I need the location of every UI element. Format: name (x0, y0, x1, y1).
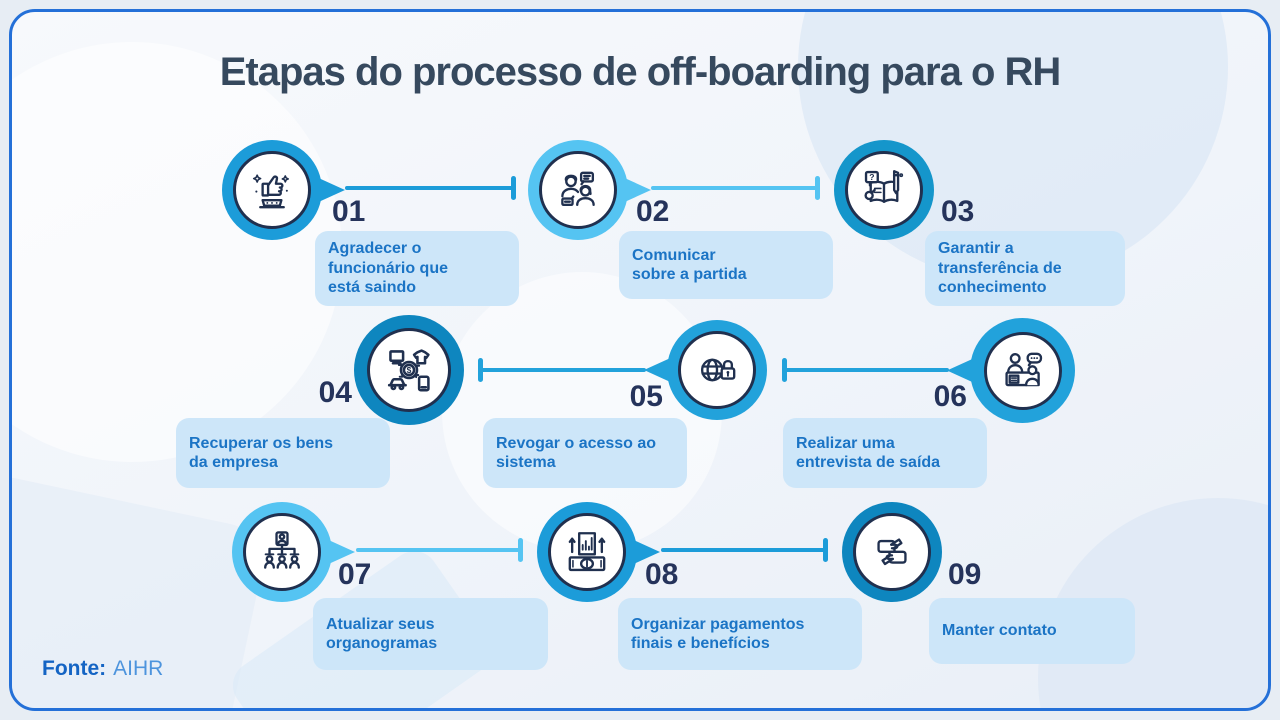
source-label: Fonte: (42, 657, 107, 680)
step-number: 08 (645, 558, 679, 591)
connector-05-04 (478, 358, 646, 382)
step-icon-holder (853, 513, 931, 591)
step-number: 03 (941, 195, 975, 228)
step-circle (232, 502, 355, 602)
step-icon-holder (983, 331, 1062, 410)
svg-text:$: $ (407, 365, 412, 375)
step-label-box: Manter contato (929, 598, 1135, 664)
step-number: 06 (933, 380, 967, 413)
step-circle (528, 140, 651, 240)
step-label: Garantir a transferência de conhecimento (938, 240, 1062, 296)
source-note: Fonte: AIHR (42, 657, 163, 681)
departure-announcement-icon (561, 171, 595, 207)
thumbs-up-celebration-icon (252, 174, 290, 209)
knowledge-transfer-icon: ? (864, 170, 904, 203)
step-number: 04 (318, 376, 352, 409)
exit-interview-icon (1004, 352, 1042, 386)
system-access-lock-icon (700, 358, 736, 382)
background-shape (12, 42, 342, 462)
step-icon-holder: ? (845, 151, 923, 229)
step-label: Atualizar seus organogramas (326, 615, 438, 653)
step-label: Organizar pagamentos finais e benefícios (631, 615, 805, 653)
step-label: Comunicar sobre a partida (632, 246, 747, 284)
step-number: 01 (332, 195, 366, 228)
step-label-box: Atualizar seus organogramas (313, 598, 548, 670)
step-number: 07 (338, 558, 372, 591)
step-label-box: Revogar o acesso ao sistema (483, 418, 687, 488)
page-title: Etapas do processo de off-boarding para … (219, 50, 1062, 94)
step-icon-holder: $ (367, 328, 451, 412)
step-circle (842, 502, 942, 602)
step-number: 05 (629, 380, 663, 413)
connector-06-05 (782, 358, 949, 382)
connector-01-02 (345, 176, 516, 200)
final-payments-icon (568, 532, 606, 572)
step-label: Revogar o acesso ao sistema (496, 434, 657, 472)
step-circle: ? (834, 140, 934, 240)
step-number: 09 (948, 558, 982, 591)
step-label: Realizar uma entrevista de saída (796, 434, 941, 472)
step-icon-holder (548, 513, 626, 591)
step-label-box: Organizar pagamentos finais e benefícios (618, 598, 862, 670)
step-circle: $ (354, 315, 464, 425)
step-label-box: Realizar uma entrevista de saída (783, 418, 987, 488)
connector-07-08 (356, 538, 523, 562)
step-circle (644, 320, 767, 420)
step-circle (947, 318, 1075, 423)
step-label: Recuperar os bens da empresa (189, 434, 334, 472)
step-number: 02 (636, 195, 670, 228)
step-label-box: Comunicar sobre a partida (619, 231, 833, 299)
connector-08-09 (661, 538, 828, 562)
step-label-box: Agradecer o funcionário que está saindo (315, 231, 519, 306)
step-icon-holder (678, 331, 756, 409)
connector-02-03 (651, 176, 820, 200)
step-circle (222, 140, 345, 240)
handshake-icon (877, 538, 907, 566)
org-chart-icon (264, 531, 300, 569)
step-icon-holder (539, 151, 617, 229)
step-label-box: Garantir a transferência de conhecimento (925, 231, 1125, 306)
source-value: AIHR (113, 657, 164, 680)
svg-text:?: ? (869, 172, 874, 182)
step-label: Manter contato (942, 622, 1057, 640)
step-icon-holder (243, 513, 321, 591)
company-assets-icon: $ (387, 349, 430, 392)
step-icon-holder (233, 151, 311, 229)
step-label: Agradecer o funcionário que está saindo (328, 240, 448, 296)
step-label-box: Recuperar os bens da empresa (176, 418, 390, 488)
step-circle (537, 502, 660, 602)
